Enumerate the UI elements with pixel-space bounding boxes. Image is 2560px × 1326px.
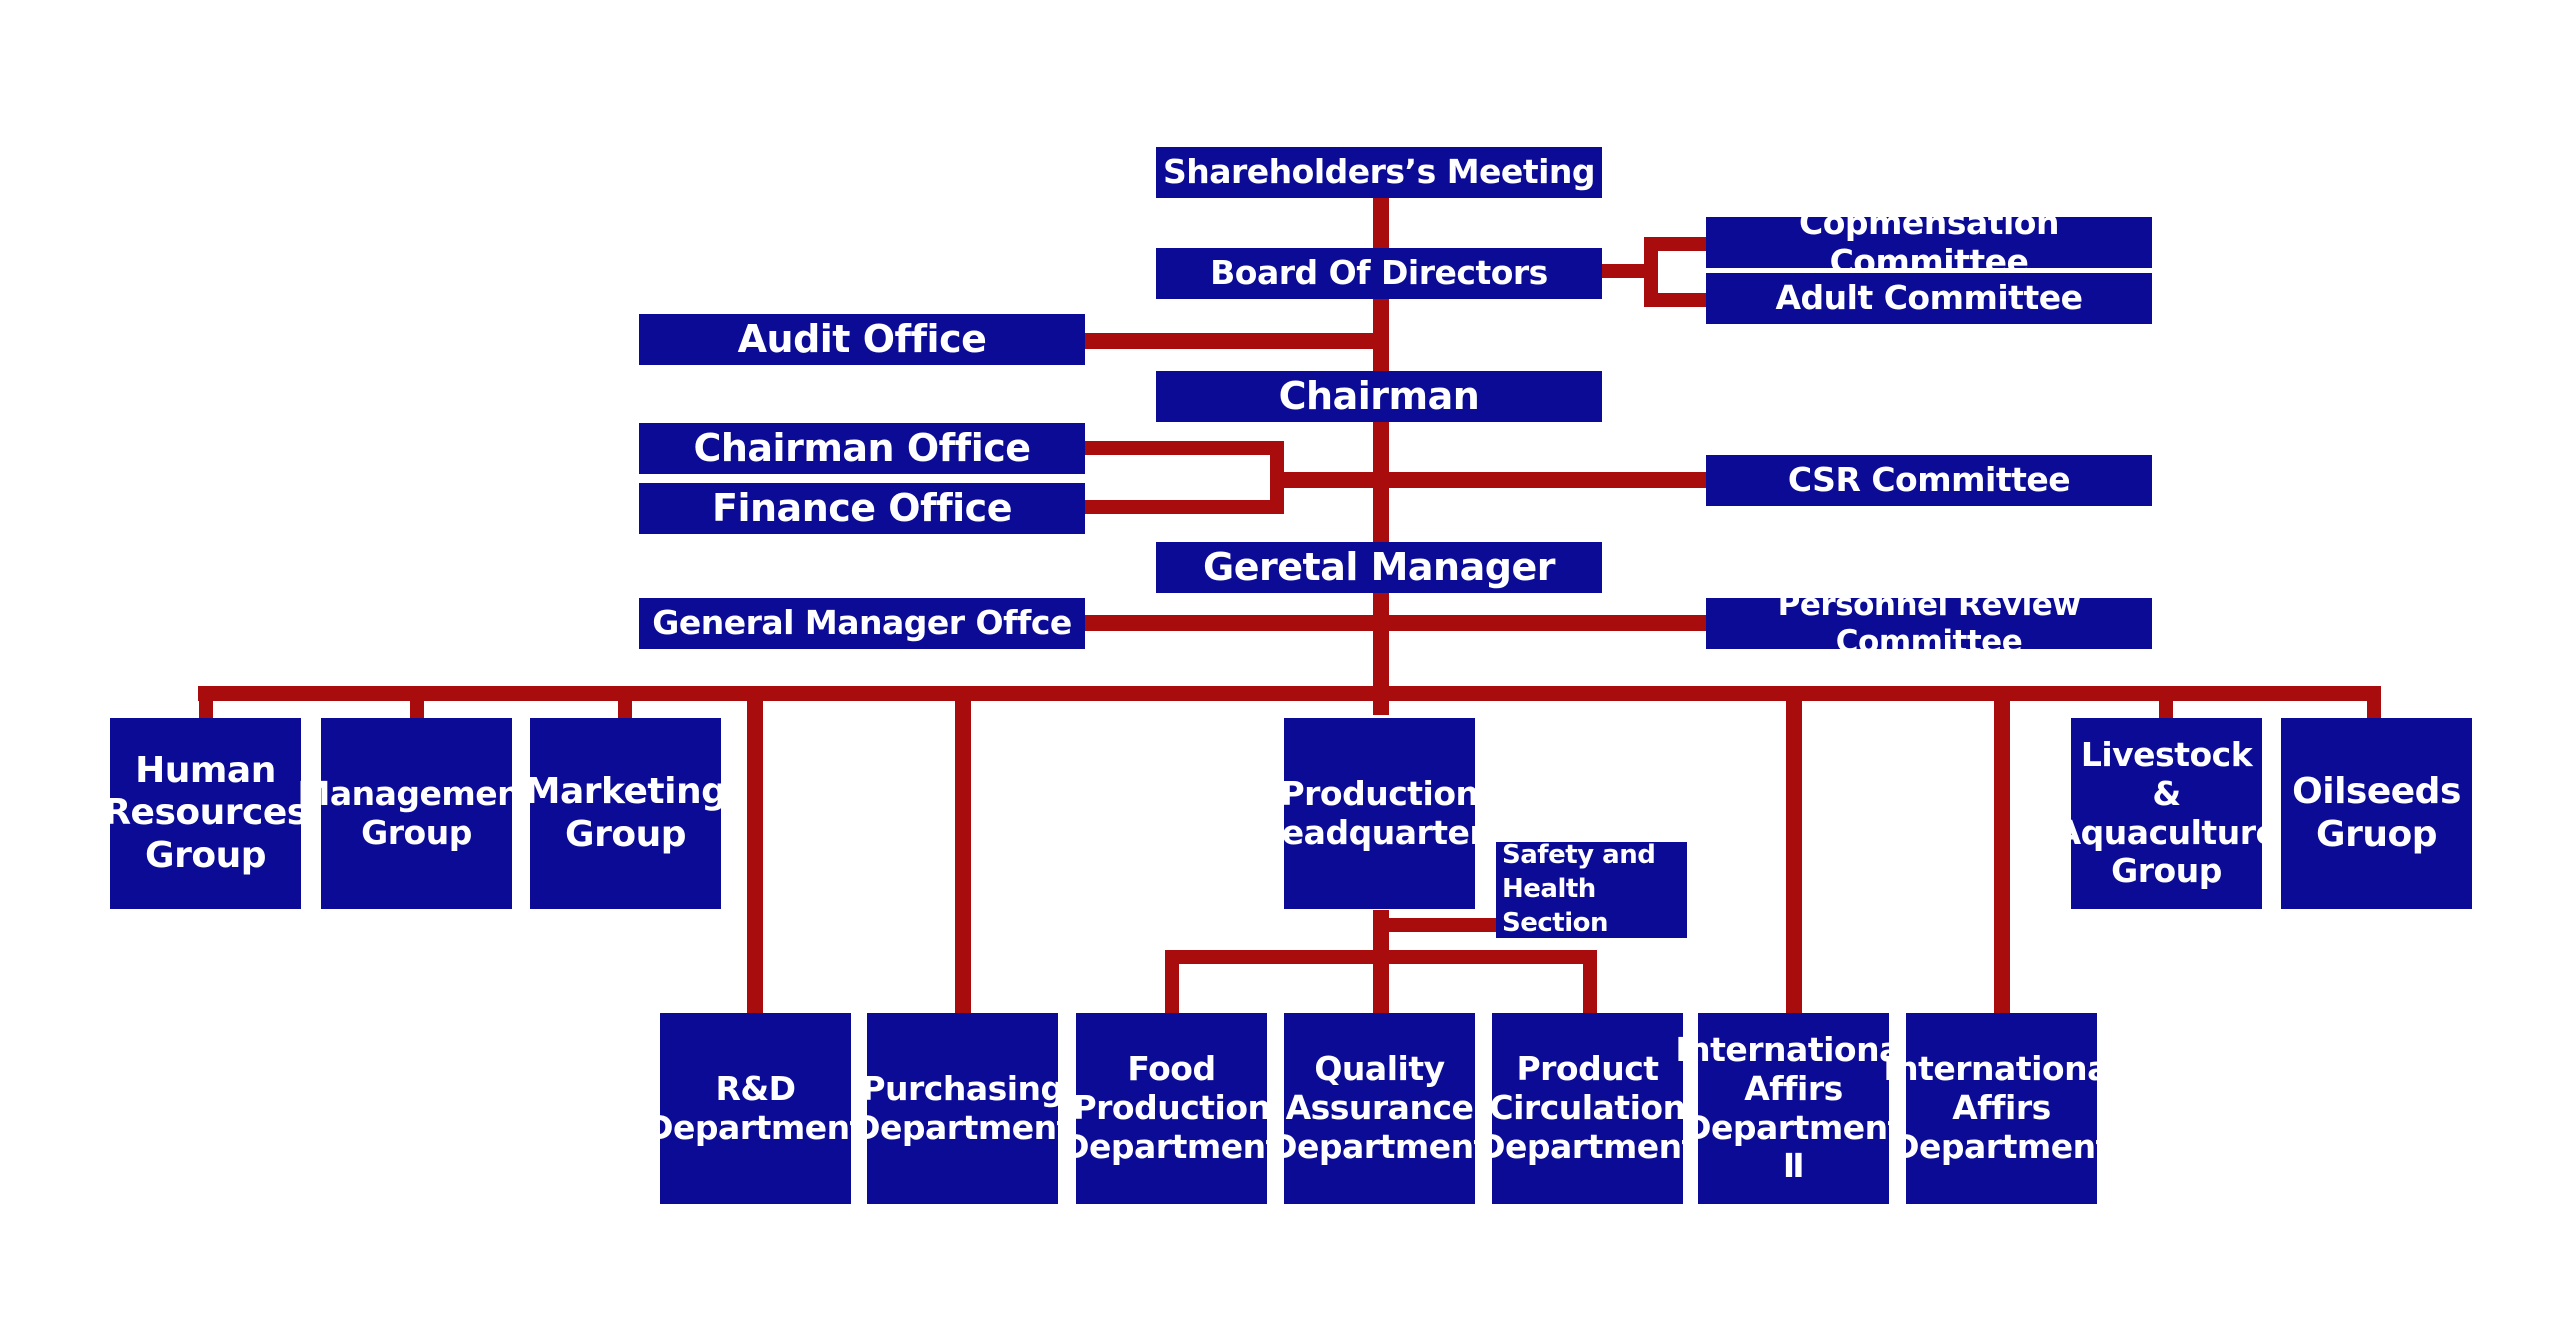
- connector-drop-human-resources: [199, 686, 213, 720]
- node-chairman: Chairman: [1156, 371, 1602, 422]
- node-purchasing-department: Purchasing Department: [853, 1013, 1072, 1204]
- node-product-circulation-department: Product Circulation Department: [1478, 1013, 1697, 1204]
- node-general-manager: Geretal Manager: [1156, 542, 1602, 593]
- node-general-manager-office: General Manager Offce: [639, 598, 1085, 649]
- node-board-of-directors: Board Of Directors: [1156, 248, 1602, 299]
- connector-safety: [1373, 918, 1498, 932]
- connector-finance-office: [1085, 500, 1277, 514]
- connector-drop-purchasing: [955, 686, 971, 1013]
- node-compensation-committee: Copmensation Committee: [1706, 203, 2152, 280]
- connector-drop-product-circulation: [1583, 950, 1597, 1013]
- connector-adult: [1644, 293, 1706, 307]
- connector-gm-office-personnel: [1085, 615, 1706, 631]
- connector-drop-food: [1165, 950, 1179, 1013]
- node-marketing-group: Marketing Group: [525, 718, 727, 909]
- node-international-affairs-department: International Affirs Department: [1883, 1013, 2120, 1204]
- node-international-affairs-department-2: International Affirs Department Ⅱ: [1675, 1013, 1912, 1204]
- connector-drop-rd: [747, 686, 763, 1013]
- connector-drop-management: [410, 686, 424, 720]
- node-human-resources-group: Human Resources Group: [103, 718, 308, 909]
- node-rd-department: R&D Department: [646, 1013, 865, 1204]
- node-production-headquarters: Production Headquarters: [1255, 718, 1505, 909]
- node-safety-and-health-section: Safety and Health Section: [1496, 840, 1687, 938]
- node-shareholders-meeting: Shareholders’s Meeting: [1156, 147, 1602, 198]
- node-adult-committee: Adult Committee: [1706, 273, 2152, 324]
- connector-drop-marketing: [618, 686, 632, 720]
- node-food-production-department: Food Production Department: [1062, 1013, 1281, 1204]
- connector-drop-livestock: [2159, 686, 2173, 720]
- connector-drop-intl-2: [1786, 686, 1802, 1013]
- node-personnel-review-committee: Personnel Review Committee: [1706, 587, 2152, 660]
- node-audit-office: Audit Office: [639, 314, 1085, 365]
- node-oilseeds-group: Oilseeds Gruop: [2281, 718, 2472, 909]
- node-management-group: Management Group: [298, 718, 536, 909]
- connector-board-committees: [1601, 264, 1653, 278]
- connector-compensation: [1644, 237, 1706, 251]
- node-livestock-aquaculture-group: Livestock & Aquaculture Group: [2056, 718, 2278, 909]
- connector-drop-intl: [1994, 686, 2010, 1013]
- node-csr-committee: CSR Committee: [1706, 455, 2152, 506]
- node-quality-assurance-department: Quality Assurance Department: [1270, 1013, 1489, 1204]
- connector-drop-oilseeds: [2367, 686, 2381, 720]
- connector-audit-office: [1085, 333, 1377, 349]
- connector-committees-bracket: [1644, 237, 1658, 307]
- connector-production-bus: [1165, 950, 1597, 964]
- node-finance-office: Finance Office: [639, 483, 1085, 534]
- node-chairman-office: Chairman Office: [639, 423, 1085, 474]
- connector-horizontal-bus: [198, 686, 2381, 701]
- connector-chairman-office: [1085, 441, 1277, 455]
- connector-csr: [1270, 472, 1706, 488]
